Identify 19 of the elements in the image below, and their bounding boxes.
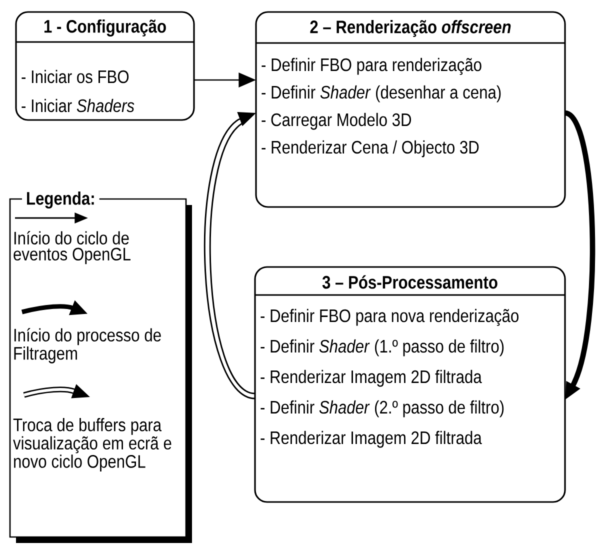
list-item: - Definir FBO para renderização	[262, 58, 482, 75]
box-heading: 3 – Pós-Processamento	[322, 275, 498, 289]
box-heading: 2 – Renderização offscreen	[310, 20, 511, 37]
list-item: - Definir FBO para nova renderização	[260, 308, 518, 326]
list-item: - Renderizar Cena / Objecto 3D	[262, 140, 479, 158]
box-heading: 1 - Configuração	[44, 20, 166, 36]
list-item: - Iniciar os FBO	[22, 70, 129, 84]
list-item: - Definir Shader (2.º passo de filtro)	[260, 400, 504, 418]
list-item: - Definir Shader (1.º passo de filtro)	[260, 339, 504, 356]
list-item: - Definir Shader (desenhar a cena)	[262, 85, 501, 102]
legend-title: Legenda:	[22, 188, 100, 212]
list-item: - Carregar Modelo 3D	[262, 112, 412, 130]
legend-text: Início do processo de Filtragem	[14, 328, 161, 364]
list-item: - Renderizar Imagem 2D filtrada	[260, 430, 482, 448]
legend-text: Início do ciclo de eventos OpenGL	[14, 231, 130, 264]
arrow	[204, 112, 256, 400]
legend-text: Troca de buffers para visualização em ecrã e novo ciclo OpenGL	[13, 418, 172, 472]
list-item: - Iniciar Shaders	[22, 98, 134, 112]
list-item: - Renderizar Imagem 2D filtrada	[260, 370, 482, 387]
